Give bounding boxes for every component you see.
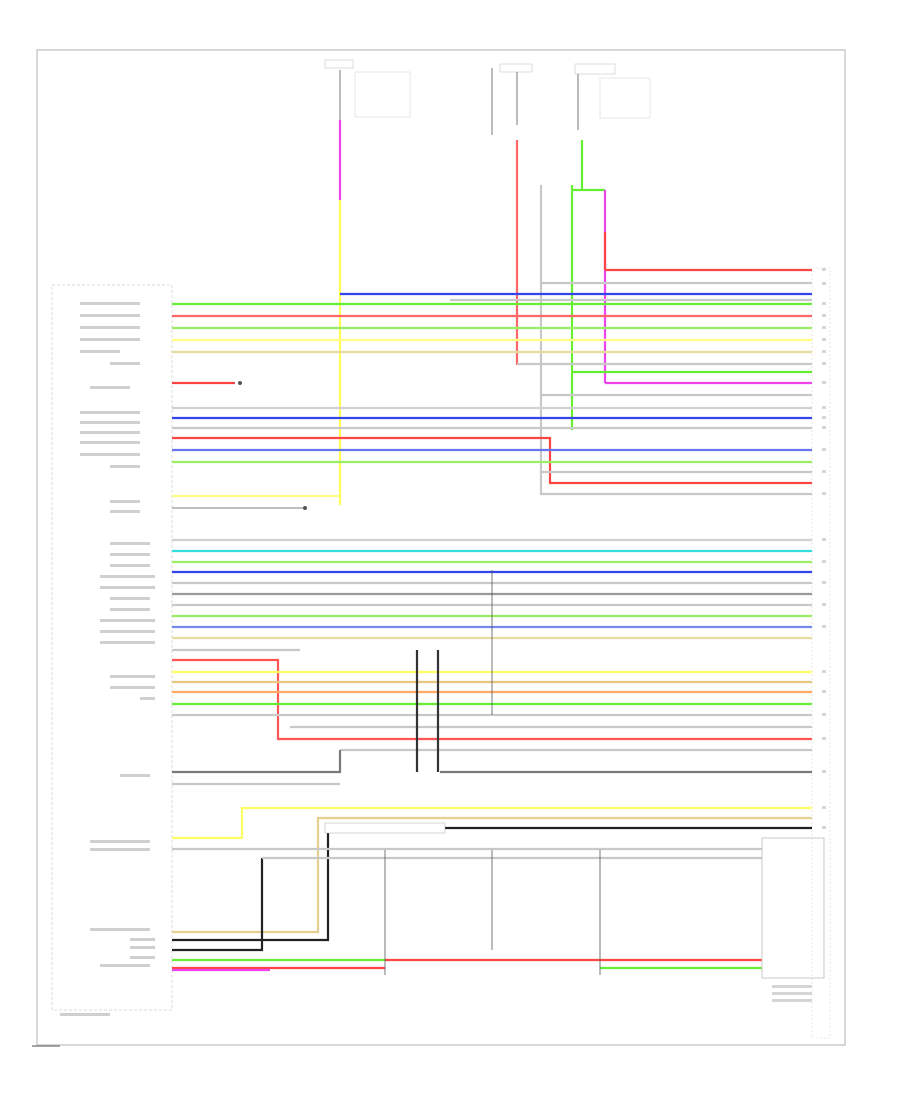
diagram-frame bbox=[36, 49, 846, 1046]
top-fuse-group-3 bbox=[574, 63, 651, 130]
right-device-box bbox=[761, 837, 825, 979]
wire-yellow-d bbox=[172, 806, 812, 840]
wire-black-e bbox=[172, 858, 264, 952]
splice-box bbox=[324, 822, 446, 834]
wire-dark-b bbox=[172, 750, 342, 774]
right-connector-box bbox=[811, 267, 831, 1039]
right-pin-numbers bbox=[772, 268, 826, 1002]
top-fuse-group-1 bbox=[324, 59, 411, 122]
wire-black-d bbox=[172, 826, 812, 942]
left-control-unit-box bbox=[51, 284, 173, 1011]
ground-node bbox=[303, 506, 307, 510]
splice-node-1 bbox=[238, 381, 242, 385]
left-pin-labels bbox=[60, 302, 155, 1016]
top-fuse-group-2 bbox=[491, 63, 533, 135]
wire-red-c bbox=[172, 658, 812, 741]
wire-red-b-jog bbox=[545, 436, 812, 485]
wire-tan-d bbox=[172, 816, 812, 934]
